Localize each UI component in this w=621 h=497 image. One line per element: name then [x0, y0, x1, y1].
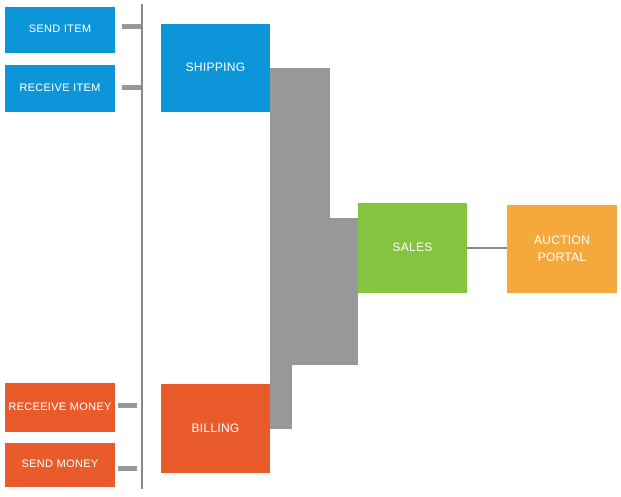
- flow-bar-shipping-segment: [270, 68, 330, 218]
- connector-dash-send-item: [122, 24, 141, 29]
- connector-dash-receive-item: [122, 85, 141, 90]
- connector-dash-send-money: [118, 466, 137, 471]
- node-billing: BILLING: [161, 384, 270, 473]
- node-send-money: SEND MONEY: [5, 443, 115, 487]
- flow-bar-billing-segment: [270, 365, 292, 429]
- node-shipping: SHIPPING: [161, 24, 270, 112]
- node-receive-item: RECEIVE ITEM: [5, 65, 115, 112]
- flow-bar-sales-segment: [270, 218, 358, 365]
- node-auction-portal: AUCTION PORTAL: [507, 205, 617, 293]
- connector-dash-receeive-money: [118, 403, 137, 408]
- divider-line: [141, 4, 143, 489]
- node-sales: SALES: [358, 203, 467, 293]
- node-receeive-money: RECEEIVE MONEY: [5, 383, 115, 432]
- node-send-item: SEND ITEM: [5, 7, 115, 53]
- connector-line-sales-auction: [466, 247, 507, 249]
